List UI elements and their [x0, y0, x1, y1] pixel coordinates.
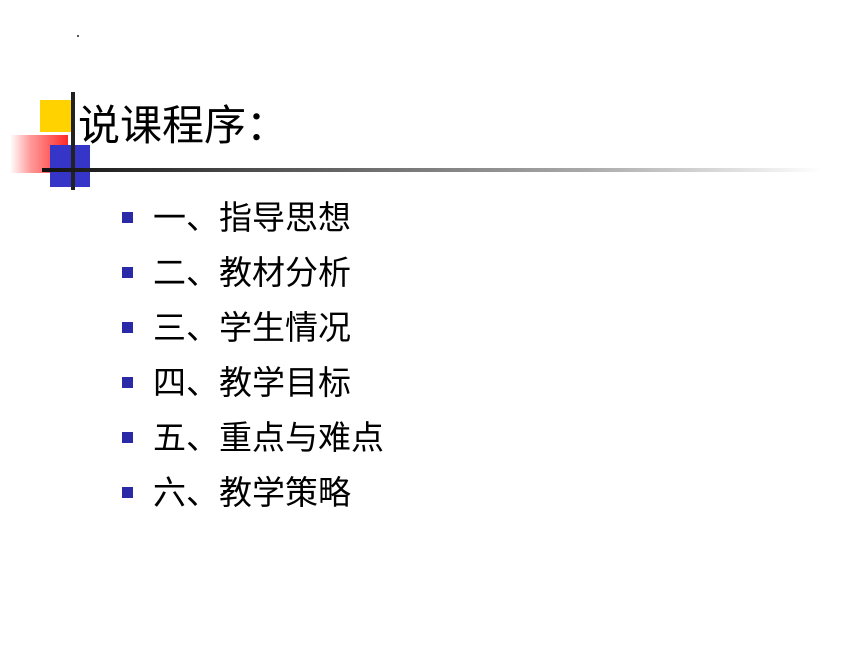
- square-bullet-icon: [122, 432, 133, 443]
- list-item: 一、指导思想: [122, 190, 384, 245]
- list-item-label: 三、学生情况: [153, 307, 351, 347]
- square-bullet-icon: [122, 322, 133, 333]
- dot-mark: [77, 35, 79, 37]
- square-bullet-icon: [122, 267, 133, 278]
- blue-square-decoration: [50, 145, 90, 187]
- square-bullet-icon: [122, 487, 133, 498]
- list-item-label: 二、教材分析: [153, 252, 351, 292]
- agenda-list: 一、指导思想 二、教材分析 三、学生情况 四、教学目标 五、重点与难点 六、教学…: [122, 190, 384, 520]
- list-item-label: 五、重点与难点: [153, 417, 384, 457]
- title-underline-rule: [42, 168, 822, 172]
- slide-title: 说课程序：: [78, 101, 289, 150]
- square-bullet-icon: [122, 212, 133, 223]
- list-item: 六、教学策略: [122, 465, 384, 520]
- yellow-square-decoration: [40, 100, 72, 132]
- list-item-label: 一、指导思想: [153, 197, 351, 237]
- square-bullet-icon: [122, 377, 133, 388]
- list-item: 四、教学目标: [122, 355, 384, 410]
- list-item-label: 六、教学策略: [153, 472, 351, 512]
- list-item: 三、学生情况: [122, 300, 384, 355]
- list-item: 五、重点与难点: [122, 410, 384, 465]
- vertical-rule: [71, 92, 75, 190]
- list-item-label: 四、教学目标: [153, 362, 351, 402]
- list-item: 二、教材分析: [122, 245, 384, 300]
